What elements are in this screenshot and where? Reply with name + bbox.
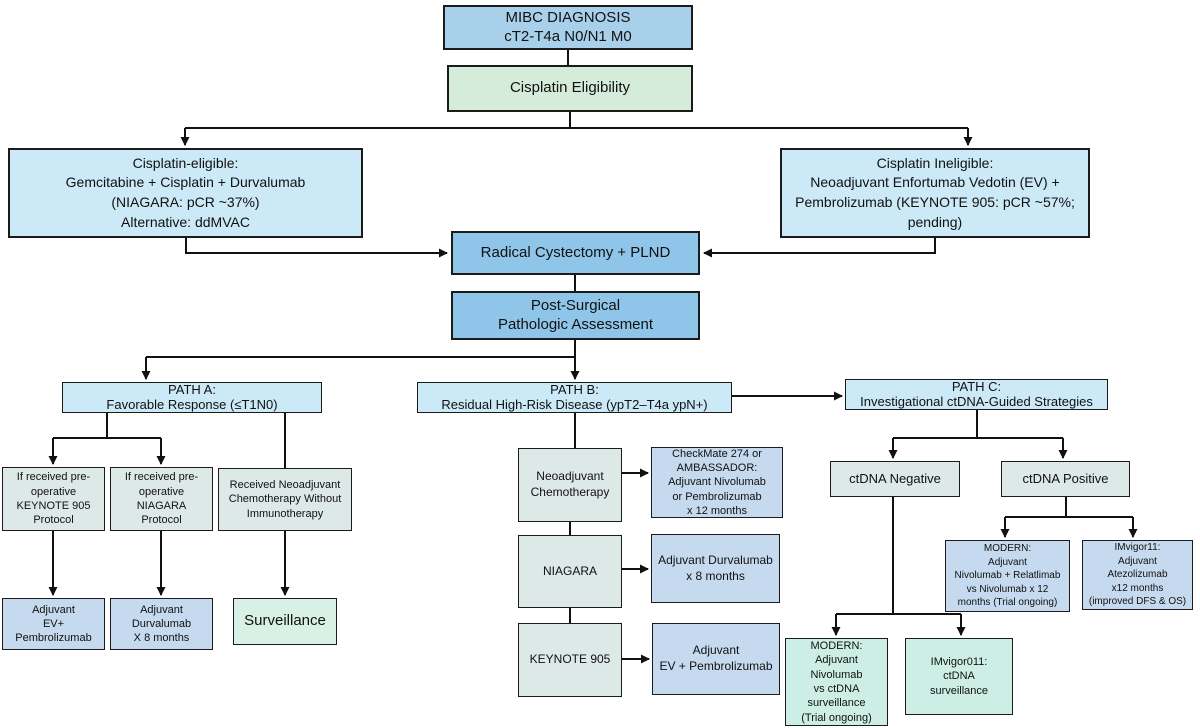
node-neoadjuvant-chemotherapy: Neoadjuvant Chemotherapy xyxy=(518,448,622,522)
node-cisplatin-eligibility: Cisplatin Eligibility xyxy=(447,65,693,112)
connectors xyxy=(48,50,1138,664)
node-mibc-diagnosis: MIBC DIAGNOSIS cT2-T4a N0/N1 M0 xyxy=(443,5,693,50)
node-radical-cystectomy: Radical Cystectomy + PLND xyxy=(451,231,700,275)
node-received-neoadjuvant: Received Neoadjuvant Chemotherapy Withou… xyxy=(218,468,352,531)
node-ctdna-negative: ctDNA Negative xyxy=(830,461,960,497)
node-surveillance: Surveillance xyxy=(233,598,337,645)
node-cisplatin-ineligible: Cisplatin Ineligible: Neoadjuvant Enfort… xyxy=(780,148,1090,238)
node-ctdna-positive: ctDNA Positive xyxy=(1001,461,1130,497)
node-if-keynote-905: If received pre- operative KEYNOTE 905 P… xyxy=(2,467,105,531)
node-adjuvant-durvalumab-b: Adjuvant Durvalumab x 8 months xyxy=(651,534,780,603)
node-adjuvant-ev-pembro-a: Adjuvant EV+ Pembrolizumab xyxy=(2,598,105,650)
node-cisplatin-eligible: Cisplatin-eligible: Gemcitabine + Cispla… xyxy=(8,148,363,238)
node-modern-positive: MODERN: Adjuvant Nivolumab + Relatlimab … xyxy=(945,540,1070,612)
node-adjuvant-ev-pembro-b: Adjuvant EV + Pembrolizumab xyxy=(652,623,780,695)
node-checkmate-ambassador: CheckMate 274 or AMBASSADOR: Adjuvant Ni… xyxy=(651,447,783,518)
node-if-niagara: If received pre- operative NIAGARA Proto… xyxy=(110,467,213,531)
node-path-a-header: PATH A: Favorable Response (≤T1N0) xyxy=(62,382,322,413)
node-modern-negative: MODERN: Adjuvant Nivolumab vs ctDNA surv… xyxy=(785,638,888,726)
node-path-b-header: PATH B: Residual High-Risk Disease (ypT2… xyxy=(417,382,732,413)
connector-plain-lines xyxy=(53,50,1133,623)
arrow-ineligible-to-cystectomy xyxy=(703,238,936,258)
node-imvigor011: IMvigor011: ctDNA surveillance xyxy=(905,638,1013,715)
node-niagara: NIAGARA xyxy=(518,535,622,608)
node-path-c-header: PATH C: Investigational ctDNA-Guided Str… xyxy=(845,379,1108,410)
node-post-surgical-assessment: Post-Surgical Pathologic Assessment xyxy=(451,291,700,340)
arrow-eligible-to-cystectomy xyxy=(185,238,448,258)
node-imvigor11: IMvigor11: Adjuvant Atezolizumab x12 mon… xyxy=(1082,540,1193,610)
node-keynote-905: KEYNOTE 905 xyxy=(518,623,622,697)
node-adjuvant-durvalumab-a: Adjuvant Durvalumab X 8 months xyxy=(110,598,213,650)
